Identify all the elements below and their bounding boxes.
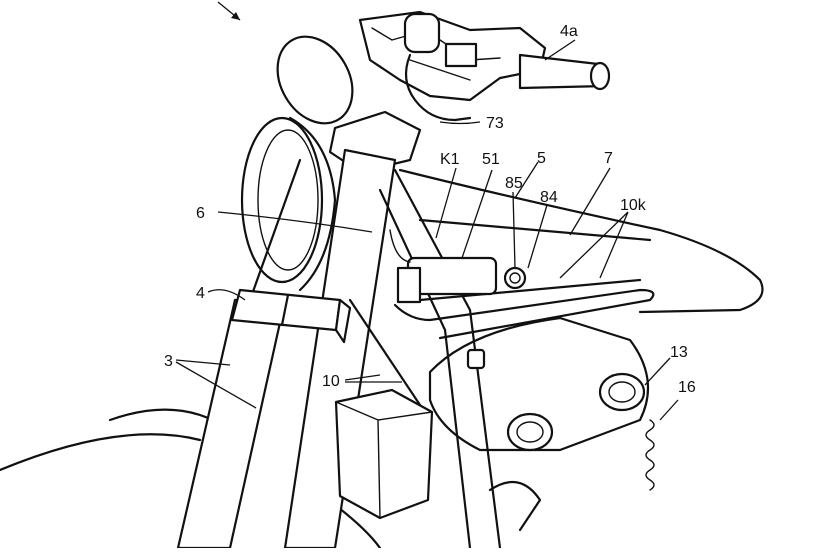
label-4: 4 (196, 285, 205, 302)
label-84: 84 (540, 189, 558, 206)
label-3: 3 (164, 353, 173, 370)
mirror (276, 35, 354, 125)
label-13: 13 (670, 344, 688, 361)
direction-arrow (217, 1, 241, 21)
label-K1: K1 (440, 151, 460, 168)
label-4a: 4a (560, 23, 578, 40)
label-6: 6 (196, 205, 205, 222)
lower-bracket (230, 288, 352, 344)
label-51: 51 (482, 151, 500, 168)
coil-spring (645, 419, 655, 491)
headlight (240, 116, 337, 292)
label-5: 5 (537, 150, 546, 167)
actuator (389, 229, 527, 304)
label-7: 7 (604, 150, 613, 167)
engine-head (428, 316, 650, 532)
label-10: 10 (322, 373, 340, 390)
right-grip (518, 53, 611, 91)
frame (348, 168, 655, 550)
label-85: 85 (505, 175, 523, 192)
label-10k: 10k (620, 197, 647, 214)
battery-box (334, 388, 434, 520)
label-16: 16 (678, 379, 696, 396)
handlebar-assembly (358, 10, 547, 122)
leader-lines (175, 39, 679, 421)
fuel-tank (398, 168, 764, 314)
label-73: 73 (486, 115, 504, 132)
